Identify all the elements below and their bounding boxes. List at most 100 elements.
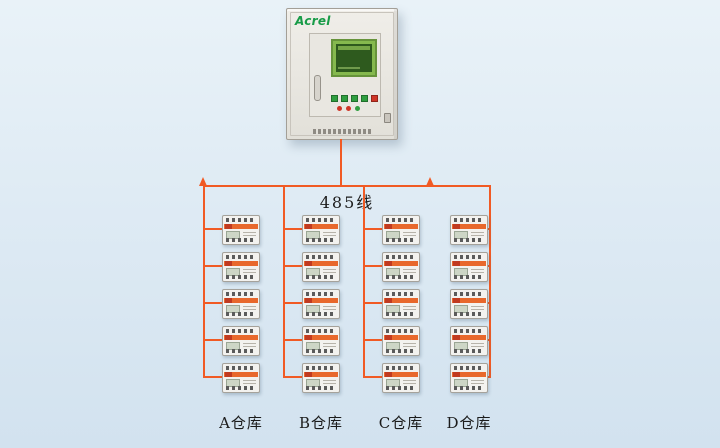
wire-cabinet-drop [340,139,342,187]
wire-stub [203,265,222,267]
bus-arrowhead-left [199,177,207,186]
band-accent [385,372,392,377]
terminal-dots-bottom [454,238,484,242]
terminal-dots-bottom [226,312,256,316]
terminal-dots-top [226,366,256,370]
meter-device [382,363,420,393]
terminal-dots-bottom [386,349,416,353]
wire-stub [203,228,222,230]
brand-band [384,224,418,229]
meter-text-lines [323,269,336,275]
terminal-dots-bottom [306,238,336,242]
wire-stub [283,265,302,267]
meter-device [450,252,488,282]
band-accent [305,298,312,303]
brand-band [452,372,486,377]
wire-485-bus [203,185,491,187]
wire-stub [486,265,491,267]
lcd-display-icon [336,44,372,72]
terminal-dots-top [386,255,416,259]
cabinet-led-icon [337,106,342,111]
terminal-dots-top [454,329,484,333]
cabinet-door [290,12,394,136]
terminal-dots-bottom [454,386,484,390]
band-accent [385,298,392,303]
wire-stub [363,376,382,378]
terminal-dots-bottom [454,349,484,353]
meter-device [302,252,340,282]
terminal-dots-bottom [306,349,336,353]
meter-text-lines [471,269,484,275]
cabinet-lock-icon [384,113,391,123]
wire-stub [283,376,302,378]
meter-text-lines [471,343,484,349]
cabinet-nameplate-text [313,129,373,134]
terminal-dots-top [226,329,256,333]
meter-device [382,215,420,245]
band-accent [385,261,392,266]
wire-stub [203,339,222,341]
terminal-dots-top [306,292,336,296]
band-accent [385,224,392,229]
terminal-dots-top [454,366,484,370]
brand-band [452,224,486,229]
meter-device [450,215,488,245]
meter-text-lines [323,232,336,238]
cabinet-led-icon [355,106,360,111]
terminal-dots-top [386,366,416,370]
terminal-dots-top [454,292,484,296]
cabinet-button [331,95,338,102]
terminal-dots-bottom [306,386,336,390]
wire-stub [363,228,382,230]
cabinet-button-row [331,95,378,102]
band-accent [225,335,232,340]
cabinet-button [341,95,348,102]
wire-stub [486,339,491,341]
brand-band [384,335,418,340]
meter-device [302,363,340,393]
band-accent [225,261,232,266]
cabinet-button [361,95,368,102]
terminal-dots-bottom [226,386,256,390]
meter-device [302,215,340,245]
meter-device [382,252,420,282]
terminal-dots-bottom [386,275,416,279]
wire-stub [363,339,382,341]
meter-device [302,326,340,356]
column-wire [363,185,365,378]
meter-device [302,289,340,319]
acrel-logo: Acrel [295,14,331,28]
brand-band [224,335,258,340]
brand-band [224,261,258,266]
terminal-dots-top [454,218,484,222]
meter-text-lines [323,343,336,349]
brand-band [452,261,486,266]
meter-text-lines [403,269,416,275]
brand-band [224,298,258,303]
column-label: B仓库 [298,414,344,432]
band-accent [225,224,232,229]
terminal-dots-bottom [386,386,416,390]
cabinet-led-icon [346,106,351,111]
meter-text-lines [471,232,484,238]
meter-text-lines [243,306,256,312]
brand-band [304,298,338,303]
band-accent [305,372,312,377]
brand-band [452,335,486,340]
wire-stub [203,302,222,304]
brand-band [452,298,486,303]
terminal-dots-top [386,218,416,222]
brand-band [384,372,418,377]
cabinet-button [351,95,358,102]
wire-stub [283,339,302,341]
column-wire [489,185,491,378]
cabinet-lcd-screen [331,39,377,77]
terminal-dots-bottom [386,238,416,242]
meter-text-lines [403,306,416,312]
terminal-dots-bottom [306,275,336,279]
brand-band [304,372,338,377]
terminal-dots-top [386,329,416,333]
meter-device [222,289,260,319]
column-label: D仓库 [446,414,492,432]
meter-text-lines [323,380,336,386]
